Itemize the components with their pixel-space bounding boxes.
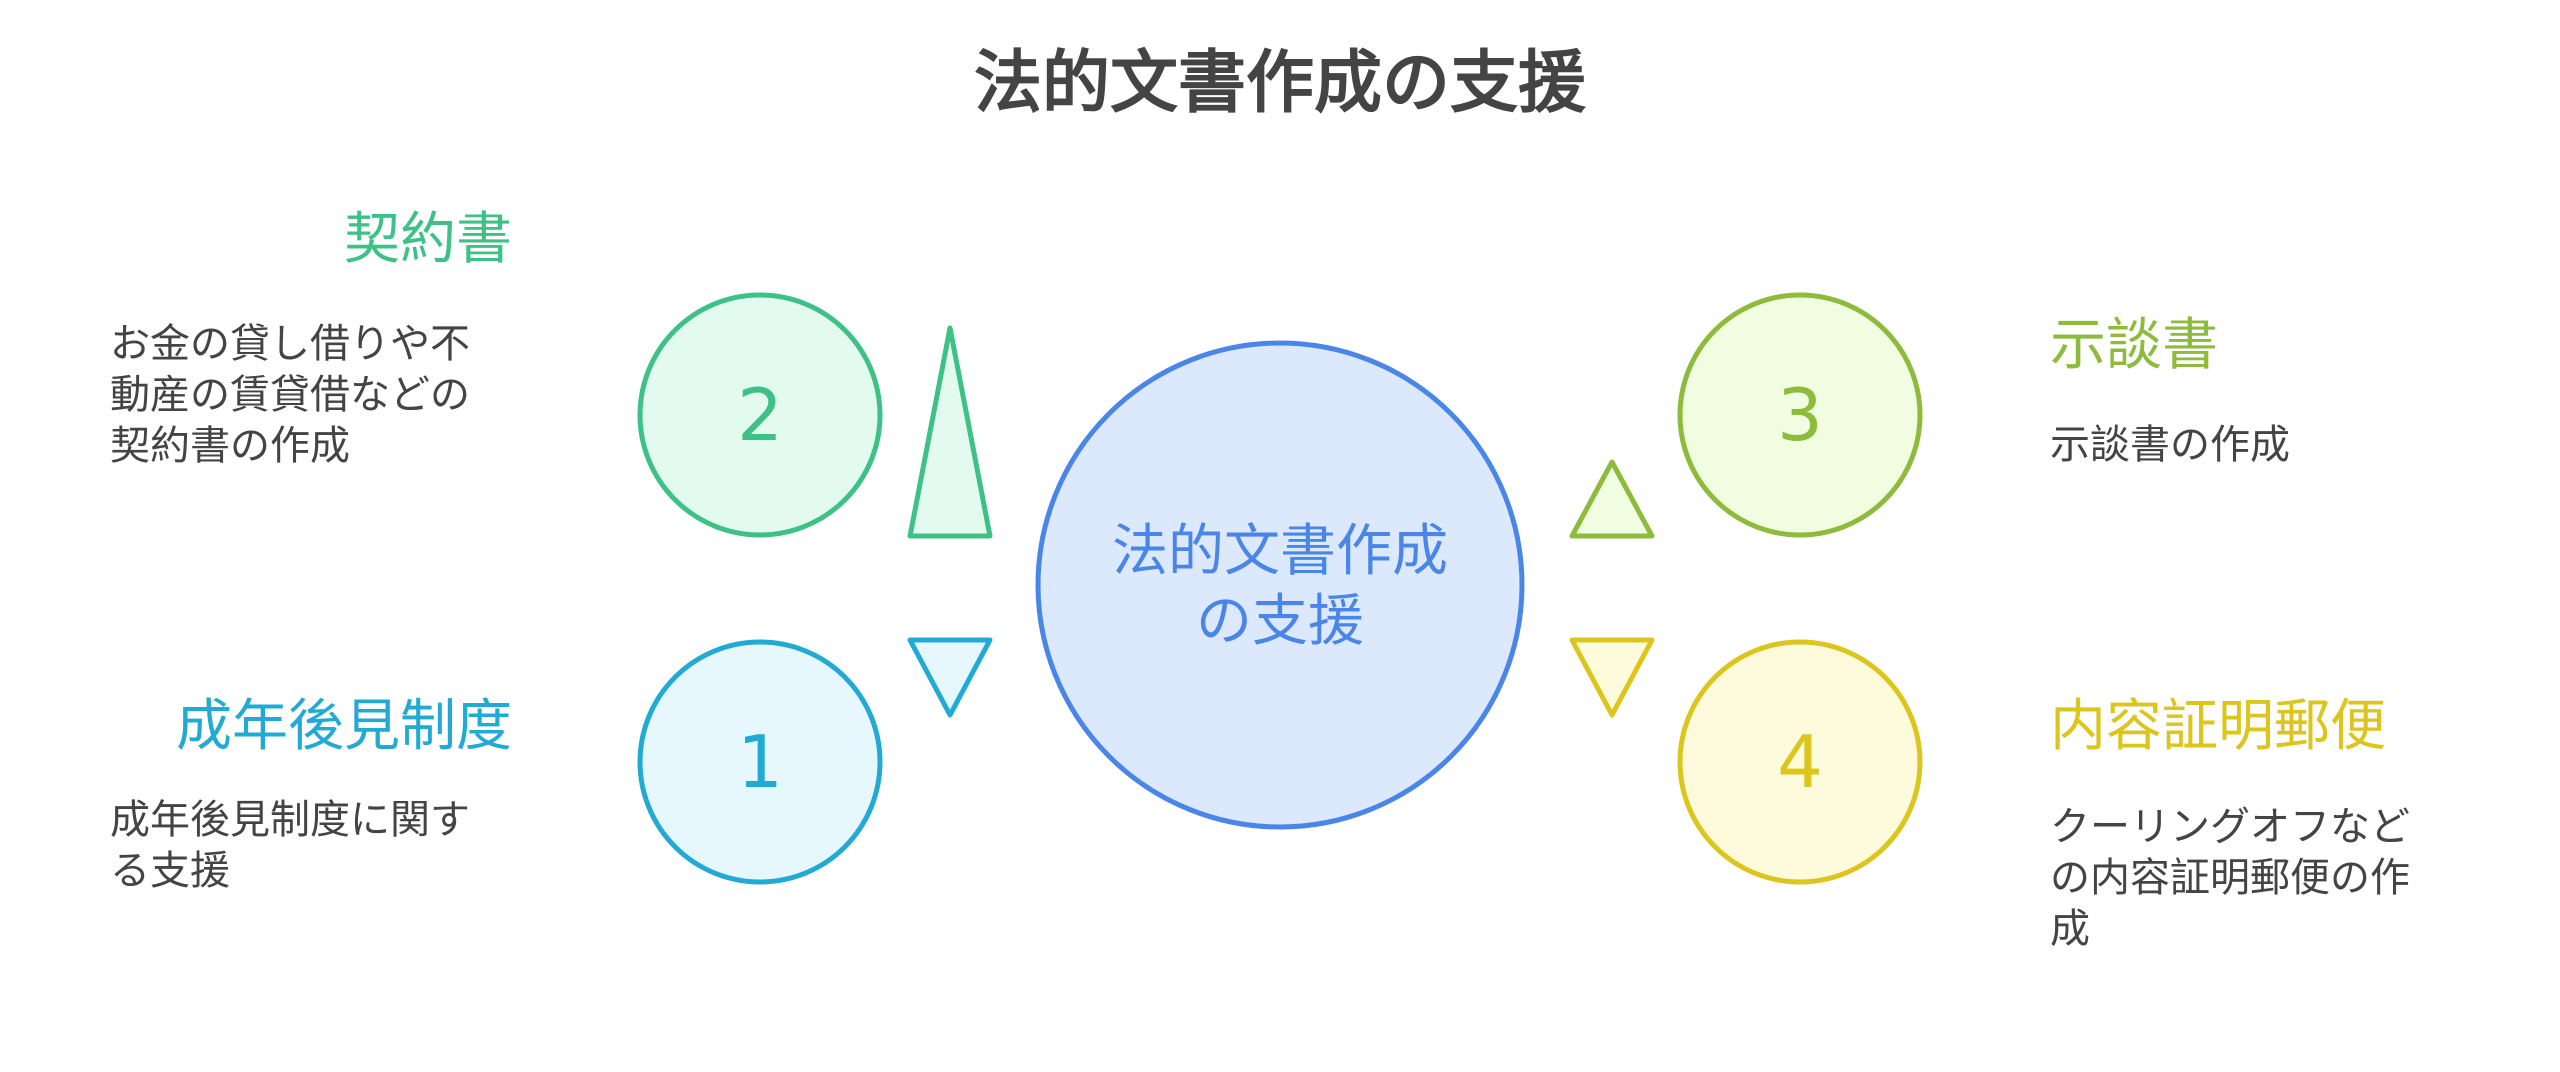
description-line: クーリングオフなど [2050,804,2410,850]
arrow-down-icon [1569,637,1655,718]
number-circle-1 [637,639,883,885]
number-1: 1 [737,720,783,804]
heading-naiyou-shoumei: 内容証明郵便 [2050,694,2386,759]
item-naiyou-shoumei: 4 内容証明郵便 クーリングオフなど の内容証明郵便の作 成 [1569,637,2410,952]
item-keiyakusho: 2 契約書 お金の貸し借りや不 動産の賃貸借などの 契約書の作成 [110,207,993,539]
description-line: 動産の賃貸借などの [110,372,470,418]
arrow-down-icon [907,637,993,718]
number-3: 3 [1777,373,1823,457]
heading-jidansho: 示談書 [2050,313,2218,378]
description-line: お金の貸し借りや不 [110,321,470,367]
description-line: 示談書の作成 [2050,422,2290,468]
center-label-line-2: の支援 [1196,589,1364,654]
description-line: 成 [2050,906,2090,952]
center-circle [1035,340,1525,830]
description-line: る支援 [110,848,230,894]
description-line: の内容証明郵便の作 [2050,855,2410,901]
description-line: 契約書の作成 [110,423,350,469]
heading-keiyakusho: 契約書 [344,207,512,272]
page-title: 法的文書作成の支援 [974,44,1587,123]
arrow-up-icon [907,325,993,539]
number-4: 4 [1777,720,1823,804]
heading-seinen-kouken: 成年後見制度 [176,694,512,759]
item-seinen-kouken: 1 成年後見制度 成年後見制度に関す る支援 [110,637,993,894]
number-circle-2 [637,292,883,538]
number-circle-3 [1677,292,1923,538]
description-line: 成年後見制度に関す [110,797,470,843]
number-2: 2 [737,373,783,457]
center-label-line-1: 法的文書作成 [1112,519,1448,584]
item-jidansho: 3 示談書 示談書の作成 [1569,292,2290,539]
arrow-up-icon [1569,459,1655,539]
number-circle-4 [1677,639,1923,885]
